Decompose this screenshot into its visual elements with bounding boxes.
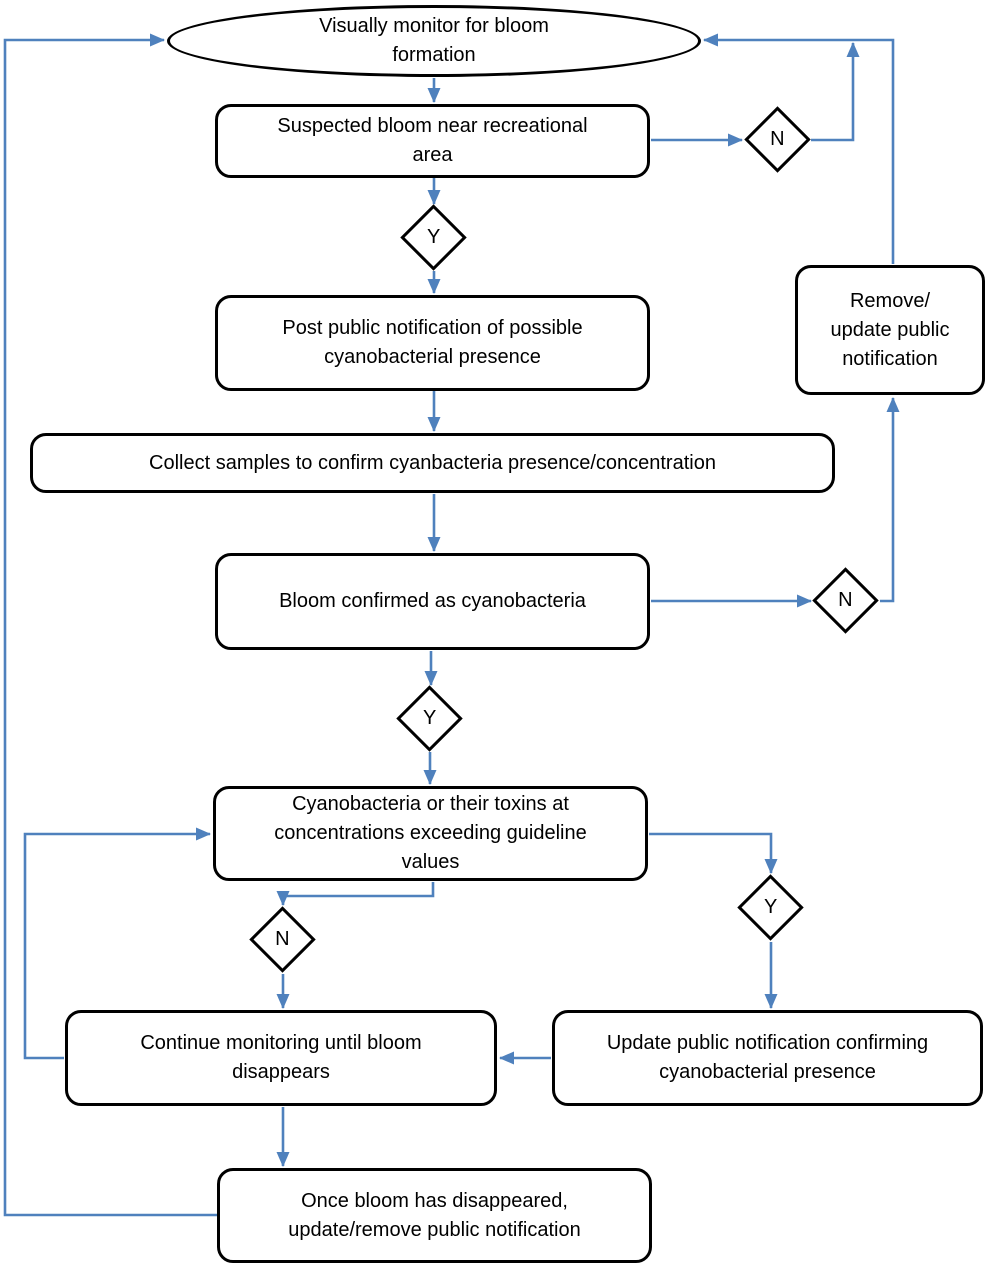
connector-guideline-to-yes <box>649 832 778 874</box>
node-suspected-bloom-label: Suspected bloom near recreational area <box>277 115 588 166</box>
node-continue-monitoring: Continue monitoring until bloom disappea… <box>65 1010 497 1106</box>
node-start-label: Visually monitor for bloom formation <box>319 15 549 66</box>
connector-disappeared-to-start <box>3 33 217 1217</box>
node-update-confirming-label: Update public notification confirming cy… <box>606 1032 929 1083</box>
decision-guideline-no-label: N <box>275 927 290 950</box>
decision-suspected-no-label: N <box>770 127 785 150</box>
node-bloom-confirmed-label: Bloom confirmed as cyanobacteria <box>279 590 586 612</box>
connector-guideline-to-no <box>276 882 435 906</box>
node-bloom-disappeared: Once bloom has disappeared, update/remov… <box>217 1168 652 1263</box>
node-remove-update-notification: Remove/ update public notification <box>795 265 985 395</box>
node-exceeding-guidelines: Cyanobacteria or their toxins at concent… <box>213 786 648 881</box>
connector-remove-to-start <box>703 33 895 264</box>
node-collect-samples-label: Collect samples to confirm cyanbacteria … <box>149 451 716 474</box>
decision-guideline-yes-label: Y <box>763 896 778 918</box>
connector-no-to-remove <box>880 397 900 603</box>
connector-no-to-start <box>811 42 860 142</box>
decision-confirmed-yes-label: Y <box>422 707 437 729</box>
node-bloom-confirmed: Bloom confirmed as cyanobacteria <box>215 553 650 650</box>
node-update-confirming: Update public notification confirming cy… <box>552 1010 983 1106</box>
decision-suspected-yes-label: Y <box>426 226 441 248</box>
node-bloom-disappeared-label: Once bloom has disappeared, update/remov… <box>288 1189 581 1241</box>
node-continue-monitoring-label: Continue monitoring until bloom disappea… <box>140 1032 422 1083</box>
node-collect-samples: Collect samples to confirm cyanbacteria … <box>30 433 835 493</box>
node-post-notification: Post public notification of possible cya… <box>215 295 650 391</box>
connector-continue-to-guideline <box>23 827 211 1060</box>
node-exceeding-guidelines-label: Cyanobacteria or their toxins at concent… <box>274 793 587 873</box>
node-remove-update-notification-label: Remove/ update public notification <box>830 289 950 370</box>
node-start-terminator: Visually monitor for bloom formation <box>167 5 701 77</box>
node-post-notification-label: Post public notification of possible cya… <box>282 317 583 368</box>
node-suspected-bloom: Suspected bloom near recreational area <box>215 104 650 178</box>
decision-confirmed-no-label: N <box>838 588 853 611</box>
